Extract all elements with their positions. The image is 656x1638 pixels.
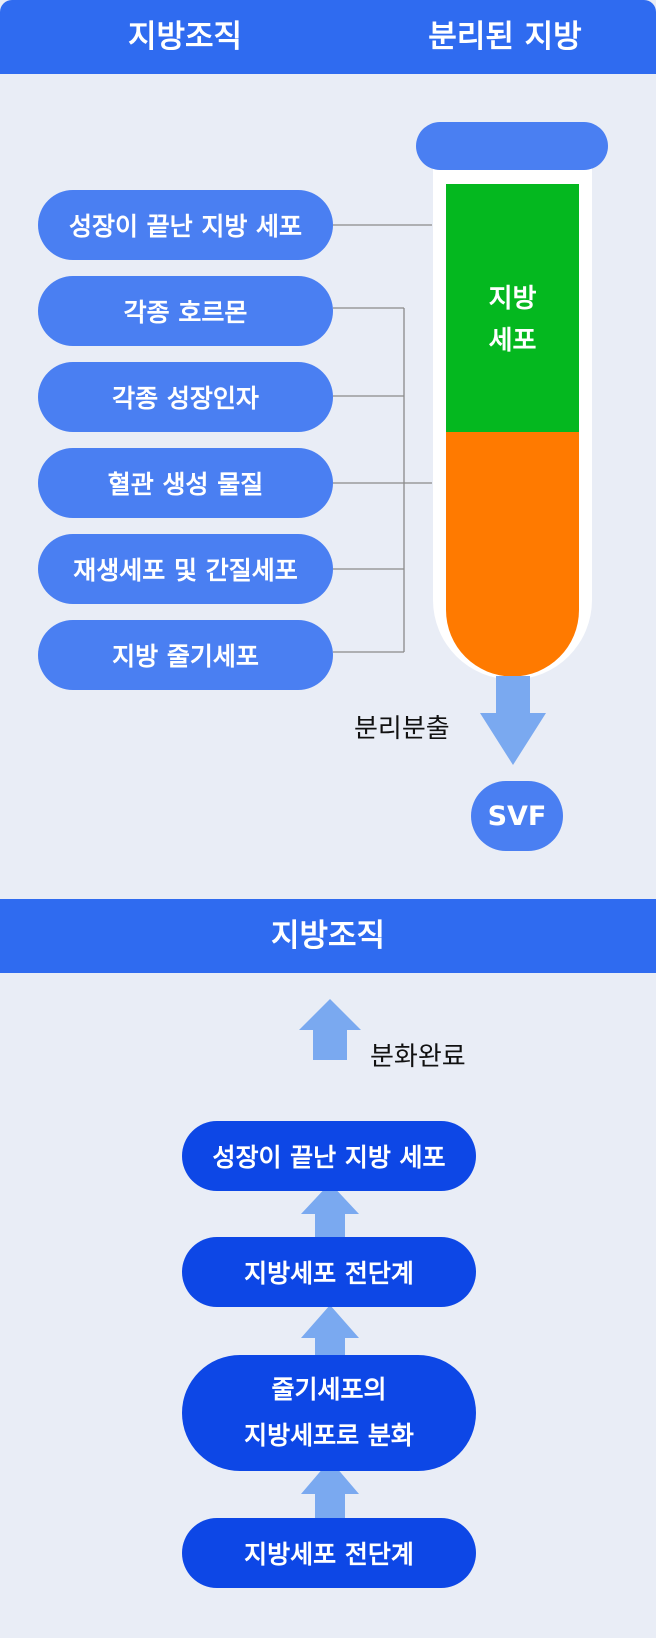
fat-cell-layer-label: 지방 세포 (446, 278, 579, 362)
header-title-separated-fat: 분리된 지방 (428, 19, 582, 55)
mid-header-title: 지방조직 (270, 918, 386, 954)
stage-preadipocyte-bottom: 지방세포 전단계 (182, 1518, 476, 1588)
fat-cell-label-line2: 세포 (488, 326, 537, 356)
stage-stem-cell-differentiation: 줄기세포의 지방세포로 분화 (182, 1355, 476, 1471)
item-angiogenic-substances: 혈관 생성 물질 (38, 448, 333, 518)
item-growth-factors: 각종 성장인자 (38, 362, 333, 432)
fat-cell-layer (446, 184, 579, 432)
fat-cell-label-line1: 지방 (488, 284, 537, 314)
up-arrow-icon (299, 999, 361, 1060)
separation-label: 분리분출 (354, 714, 450, 744)
item-regenerative-stromal-cells: 재생세포 및 간질세포 (38, 534, 333, 604)
stage-stem-cell-line1: 줄기세포의 (271, 1375, 387, 1404)
item-hormones: 각종 호르몬 (38, 276, 333, 346)
svf-layer (446, 432, 579, 677)
stage-preadipocyte: 지방세포 전단계 (182, 1237, 476, 1307)
differentiation-done-label: 분화완료 (370, 1042, 466, 1072)
item-adipose-stem-cells: 지방 줄기세포 (38, 620, 333, 690)
stage-stem-cell-line2: 지방세포로 분화 (244, 1421, 414, 1450)
item-mature-fat-cell: 성장이 끝난 지방 세포 (38, 190, 333, 260)
top-header: 지방조직 분리된 지방 (0, 0, 656, 74)
header-title-adipose-tissue: 지방조직 (127, 19, 243, 55)
svf-badge: SVF (471, 781, 563, 851)
stage-mature-fat-cell: 성장이 끝난 지방 세포 (182, 1121, 476, 1191)
up-arrow-icon (301, 1460, 359, 1518)
down-arrow-icon (480, 676, 546, 765)
up-arrow-icon (301, 1305, 359, 1366)
mid-header: 지방조직 (0, 899, 656, 973)
connector-lines (333, 224, 432, 653)
up-arrow-icon (301, 1183, 359, 1240)
tube-cap (416, 122, 608, 170)
